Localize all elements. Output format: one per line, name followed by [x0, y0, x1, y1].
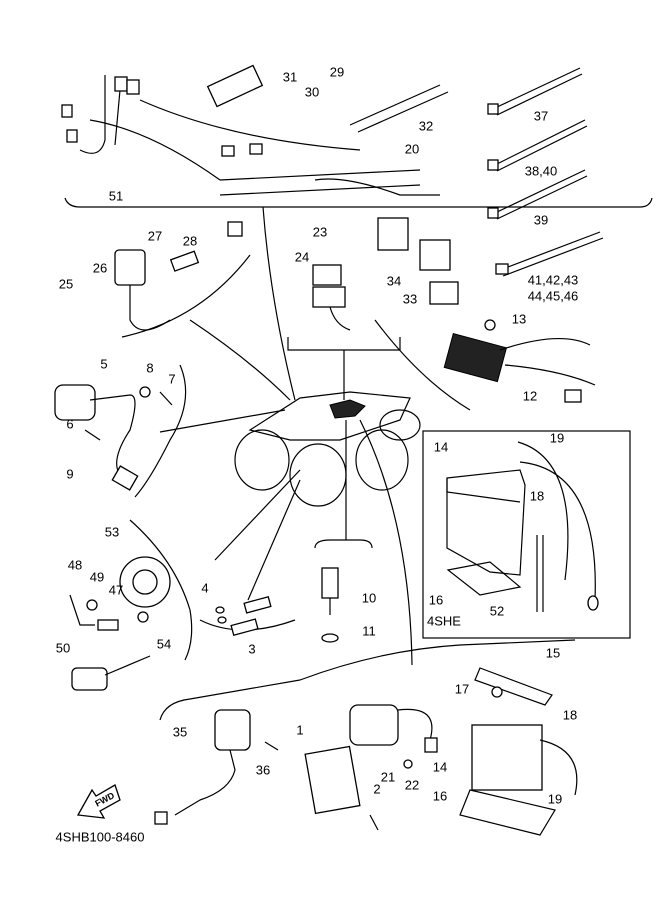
leader-line	[159, 409, 286, 433]
callout: 21	[381, 769, 395, 784]
section-divider	[121, 254, 251, 338]
callout: 49	[90, 569, 104, 584]
callout: 31	[283, 69, 297, 84]
callout: 5	[100, 356, 107, 371]
callout: 39	[534, 212, 548, 227]
callout: 16	[433, 788, 447, 803]
inset-battery	[446, 441, 599, 612]
atv-outline	[234, 391, 421, 507]
callout: 15	[546, 645, 560, 660]
section-divider	[287, 337, 401, 351]
4she-inset-frame	[422, 430, 631, 639]
callout: 52	[490, 603, 504, 618]
callout: 19	[550, 430, 564, 445]
callout: 29	[330, 64, 344, 79]
callout: 2	[373, 781, 380, 796]
wire-harness	[61, 64, 449, 196]
section-divider	[374, 319, 471, 411]
callout: 38,40	[525, 163, 558, 178]
section-divider	[314, 539, 373, 549]
callout: 51	[109, 188, 123, 203]
callout: 23	[313, 224, 327, 239]
callout: 11	[362, 623, 376, 638]
callout: 1	[296, 722, 303, 737]
callout: 7	[168, 371, 175, 386]
top-section-bracket	[64, 197, 653, 208]
callout: 54	[157, 636, 171, 651]
callout: 37	[534, 108, 548, 123]
callout: 32	[419, 118, 433, 133]
callout: 48	[68, 557, 82, 572]
leader-line	[247, 479, 301, 601]
callout: 36	[256, 762, 270, 777]
callout: 22	[405, 777, 419, 792]
callout: 25	[59, 276, 73, 291]
callout: 18	[563, 707, 577, 722]
callout: 14	[433, 759, 447, 774]
leader-line	[214, 469, 301, 561]
callout: 4	[201, 580, 208, 595]
callout: 24	[295, 249, 309, 264]
parts	[54, 217, 596, 836]
leader-line	[359, 419, 413, 666]
callout: 18	[530, 488, 544, 503]
callout: 34	[387, 273, 401, 288]
callout: 12	[523, 388, 537, 403]
callout: 9	[66, 466, 73, 481]
callout: 41,42,43	[528, 272, 579, 287]
inset-label: 4SHE	[427, 613, 461, 628]
callout: 20	[405, 141, 419, 156]
callout: 35	[173, 724, 187, 739]
section-divider	[134, 364, 187, 498]
callout: 47	[109, 582, 123, 597]
diagram-code: 4SHB100-8460	[56, 829, 145, 844]
callout: 3	[248, 641, 255, 656]
callout: 17	[455, 681, 469, 696]
cable-ties	[487, 67, 604, 277]
callout: 8	[146, 360, 153, 375]
callout: 27	[148, 228, 162, 243]
callout: 33	[403, 291, 417, 306]
callout: 10	[362, 590, 376, 605]
callout: 50	[56, 640, 70, 655]
leader-line	[189, 319, 291, 401]
callout: 30	[305, 84, 319, 99]
callout: 13	[512, 311, 526, 326]
callout: 44,45,46	[528, 288, 579, 303]
callout: 26	[93, 260, 107, 275]
bottom-section-bracket	[159, 639, 576, 721]
callout: 53	[105, 524, 119, 539]
callout: 6	[66, 416, 73, 431]
callout: 14	[434, 439, 448, 454]
fwd-arrow-icon	[76, 784, 121, 819]
callout: 28	[183, 233, 197, 248]
section-divider	[129, 519, 193, 661]
leader-line	[262, 206, 296, 401]
callout: 19	[548, 791, 562, 806]
callout: 16	[429, 592, 443, 607]
